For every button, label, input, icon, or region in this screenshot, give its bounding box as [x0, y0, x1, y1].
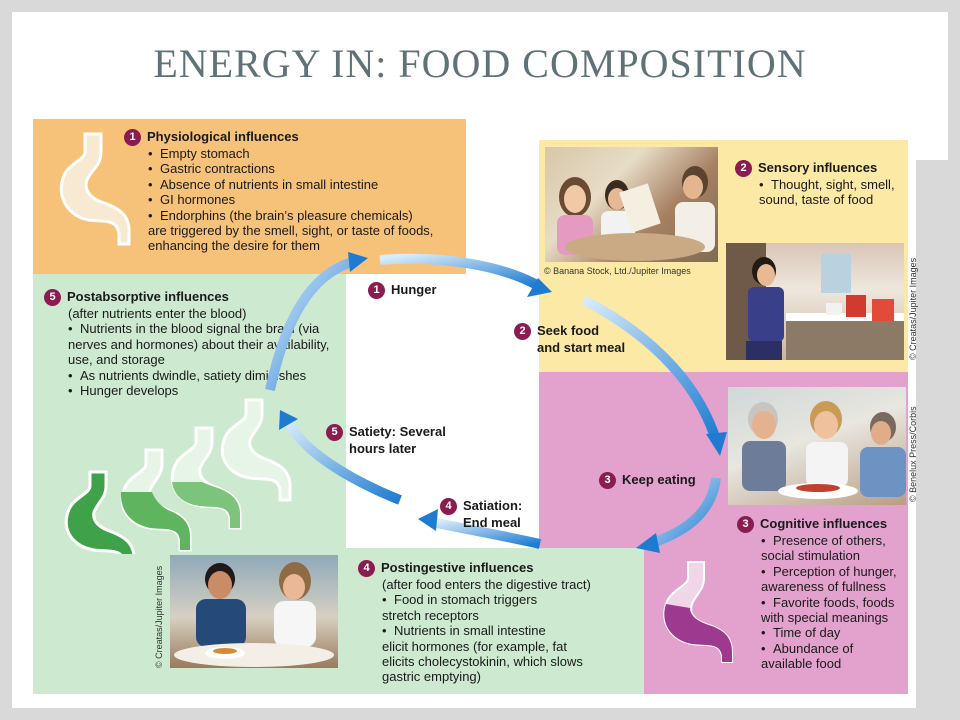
cognitive-text: 3 Cognitive influences Presence of others… [737, 516, 907, 672]
postabsorptive-subtitle: (after nutrients enter the blood) [68, 306, 247, 321]
list-item-cont: elicit hormones (for example, fat [382, 638, 567, 654]
step-label-cont: and start meal [537, 340, 626, 355]
list-item: As nutrients dwindle, satiety diminishes [68, 368, 344, 383]
step-label-cont: End meal [463, 515, 521, 530]
step-label: Hunger [391, 282, 437, 297]
list-item-text: Abundance of [773, 640, 854, 656]
list-item-cont: elicits cholecystokinin, which slows [382, 654, 583, 670]
step-label: Keep eating [622, 472, 696, 487]
list-item-text: Nutrients in small intestine [394, 623, 546, 639]
list-item-text: Thought, sight, smell, [771, 177, 895, 192]
number-badge: 1 [124, 129, 141, 146]
list-item: Time of day [761, 625, 907, 640]
slide-edge [916, 160, 948, 708]
step-label: Seek food [537, 323, 600, 338]
couple-dining-photo [170, 555, 338, 668]
dinner-party-photo [728, 387, 906, 505]
list-item-text: Endorphins (the brain’s pleasure chemica… [160, 207, 413, 223]
number-badge: 4 [358, 560, 375, 577]
number-badge: 5 [326, 424, 343, 441]
list-item-cont: awareness of fullness [761, 579, 887, 595]
postingestive-text: 4 Postingestive influences (after food en… [358, 560, 638, 685]
list-item-cont: with special meanings [761, 610, 889, 626]
number-badge: 3 [737, 516, 754, 533]
number-badge: 2 [514, 323, 531, 340]
list-item: Perception of hunger,awareness of fullne… [761, 564, 907, 595]
photo-credit: © Banana Stock, Ltd./Jupiter Images [544, 266, 691, 276]
list-item-text: Presence of others, [773, 533, 886, 548]
step-keep-eating: 3 Keep eating [599, 472, 696, 489]
list-item-text: Food in stomach triggers [394, 592, 538, 608]
step-seek-food: 2 Seek food and start meal [514, 323, 625, 356]
photo-credit: © Creatas/Jupiter Images [154, 565, 164, 668]
photo-credit: © Benelux Press/Corbis [908, 406, 918, 502]
number-badge: 4 [440, 498, 457, 515]
list-item-cont: are triggered by the smell, sight, or ta… [148, 223, 434, 239]
list-item-text: Favorite foods, foods [773, 594, 895, 610]
postabsorptive-heading: Postabsorptive influences [67, 289, 229, 304]
kitchen-photo [726, 243, 904, 360]
postingestive-subtitle: (after food enters the digestive tract) [382, 577, 591, 592]
restaurant-photo [545, 147, 718, 262]
sensory-heading: Sensory influences [758, 160, 878, 175]
stomach-illustration [663, 561, 733, 663]
stomach-sequence-illustration [64, 398, 292, 554]
stomach-illustration [59, 132, 131, 246]
step-label: Satiation: [463, 498, 523, 513]
list-item: Gastric contractions [148, 161, 464, 176]
list-item-cont: use, and storage [68, 352, 165, 368]
list-item-cont: available food [761, 656, 842, 672]
list-item: Presence of others,social stimulation [761, 533, 907, 564]
list-item-text: Nutrients in the blood signal the brain … [80, 321, 320, 337]
list-item: Empty stomach [148, 146, 464, 161]
photo-credit: © Creatas/Jupiter Images [908, 257, 918, 360]
list-item-cont: gastric emptying) [382, 669, 481, 685]
number-badge: 1 [368, 282, 385, 299]
physiological-heading: Physiological influences [147, 129, 299, 144]
number-badge: 5 [44, 289, 61, 306]
number-badge: 3 [599, 472, 616, 489]
postabsorptive-text: 5 Postabsorptive influences (after nutrie… [44, 289, 344, 398]
list-item-cont: nerves and hormones) about their availab… [68, 336, 330, 352]
step-satiety: 5 Satiety: Several hours later [326, 424, 446, 457]
list-item: Endorphins (the brain’s pleasure chemica… [148, 208, 464, 254]
postingestive-heading: Postingestive influences [381, 560, 534, 575]
list-item-cont: sound, taste of food [759, 192, 874, 208]
list-item: GI hormones [148, 192, 464, 207]
step-label-cont: hours later [349, 441, 417, 456]
sensory-text: 2 Sensory influences Thought, sight, smel… [735, 160, 905, 208]
step-hunger: 1 Hunger [368, 282, 437, 299]
list-item-cont: enhancing the desire for them [148, 238, 320, 254]
list-item: Hunger develops [68, 383, 344, 398]
list-item: Nutrients in the blood signal the brain … [68, 321, 344, 367]
slide-title: ENERGY IN: FOOD COMPOSITION [153, 41, 807, 86]
step-satiation: 4 Satiation: End meal [440, 498, 522, 531]
list-item: Absence of nutrients in small intestine [148, 177, 464, 192]
list-item-text: Perception of hunger, [773, 563, 897, 579]
list-item-cont: stretch receptors [382, 607, 479, 623]
step-label: Satiety: Several [349, 424, 446, 439]
list-item-cont: social stimulation [761, 548, 860, 564]
number-badge: 2 [735, 160, 752, 177]
list-item: Thought, sight, smell,sound, taste of fo… [759, 177, 905, 208]
cognitive-heading: Cognitive influences [760, 516, 888, 531]
